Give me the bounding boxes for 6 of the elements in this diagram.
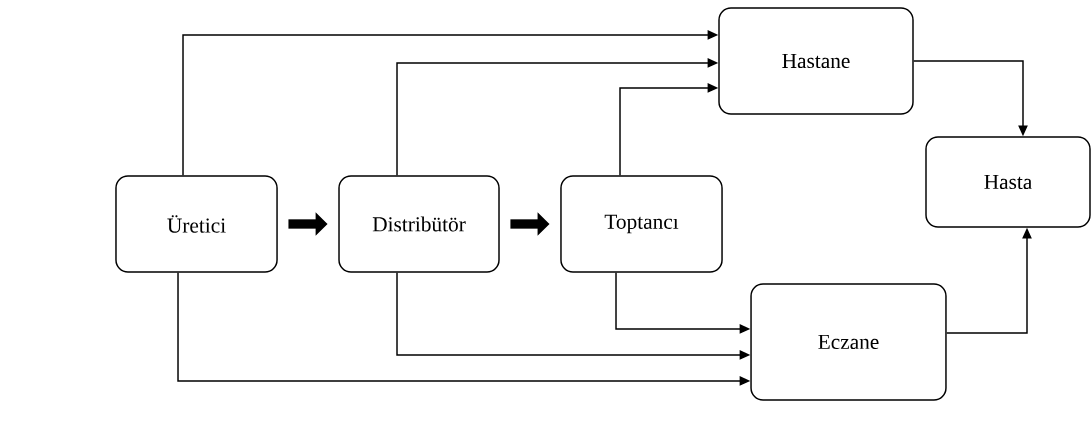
process-box: Eczane (750, 283, 947, 401)
process-box: Toptancı (560, 175, 723, 273)
process-box: Hasta (925, 136, 1091, 228)
process-box: Hastane (718, 7, 914, 115)
process-box: Distribütör (338, 175, 500, 273)
process-box: Üretici (115, 175, 278, 273)
